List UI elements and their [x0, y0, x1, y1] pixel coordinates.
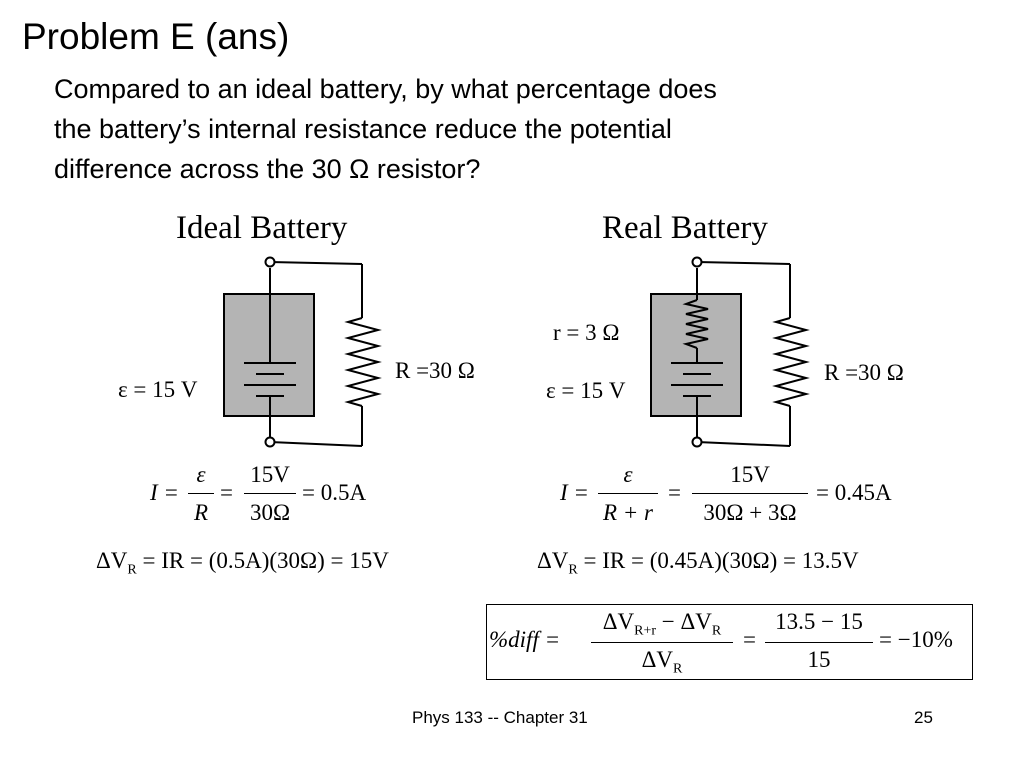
- ideal-eq1-f1-den: R: [193, 500, 209, 525]
- ideal-battery-title: Ideal Battery: [176, 210, 348, 246]
- percent-diff-equals: =: [743, 627, 756, 652]
- ideal-top-terminal: [264, 256, 276, 268]
- real-eq1-f2-den: 30Ω + 3Ω: [703, 500, 797, 525]
- footer-course: Phys 133 -- Chapter 31: [412, 708, 588, 727]
- percent-diff-f2-num: 13.5 − 15: [775, 609, 863, 634]
- percent-diff-box: %diff = ΔVR+r − ΔVR ΔVR = 13.5 − 15 15 =…: [486, 604, 973, 680]
- real-bottom-terminal: [691, 436, 703, 448]
- ideal-eq1-result: = 0.5A: [302, 480, 367, 505]
- percent-diff-result: = −10%: [879, 627, 953, 652]
- real-voltage-equation: ΔVR = IR = (0.45A)(30Ω) = 13.5V: [537, 548, 859, 578]
- real-eq1-f2-num: 15V: [730, 462, 770, 487]
- real-emf-label: ε = 15 V: [546, 378, 626, 403]
- internal-resistor: [682, 299, 709, 349]
- real-internal-r-label: r = 3 Ω: [553, 320, 620, 345]
- percent-diff-f1-den: ΔVR: [641, 647, 683, 677]
- question-line-2: the battery’s internal resistance reduce…: [54, 114, 672, 144]
- percent-diff-f1-num: ΔVR+r − ΔVR: [602, 609, 722, 639]
- real-eq1-lhs: I =: [560, 480, 589, 505]
- real-circuit: [650, 256, 810, 448]
- ideal-circuit: [223, 256, 382, 448]
- real-eq1-f1-num: ε: [623, 462, 633, 487]
- ideal-eq1-f1-num: ε: [196, 462, 206, 487]
- real-eq1-f1-den: R + r: [602, 500, 654, 525]
- real-battery-title: Real Battery: [602, 210, 768, 246]
- slide-title: Problem E (ans): [22, 16, 290, 57]
- percent-diff-lhs: %diff =: [489, 627, 561, 652]
- question-line-3: difference across the 30 Ω resistor?: [54, 154, 481, 184]
- real-eq1-result: = 0.45A: [816, 480, 892, 505]
- ideal-eq1-lhs: I =: [150, 480, 179, 505]
- ideal-bottom-terminal: [264, 436, 276, 448]
- question-line-1: Compared to an ideal battery, by what pe…: [54, 74, 717, 104]
- circuit-diagrams: [223, 256, 810, 448]
- ideal-eq1-f2-den: 30Ω: [249, 500, 291, 525]
- real-top-terminal: [691, 256, 703, 268]
- page-number: 25: [914, 708, 933, 727]
- ideal-voltage-equation: ΔVR = IR = (0.5A)(30Ω) = 15V: [96, 548, 389, 578]
- ideal-resistor-label: R =30 Ω: [395, 358, 475, 383]
- ideal-eq1-f2-num: 15V: [250, 462, 290, 487]
- ideal-emf-label: ε = 15 V: [118, 377, 198, 402]
- real-resistor-label: R =30 Ω: [824, 360, 904, 385]
- percent-diff-f2-den: 15: [807, 647, 831, 672]
